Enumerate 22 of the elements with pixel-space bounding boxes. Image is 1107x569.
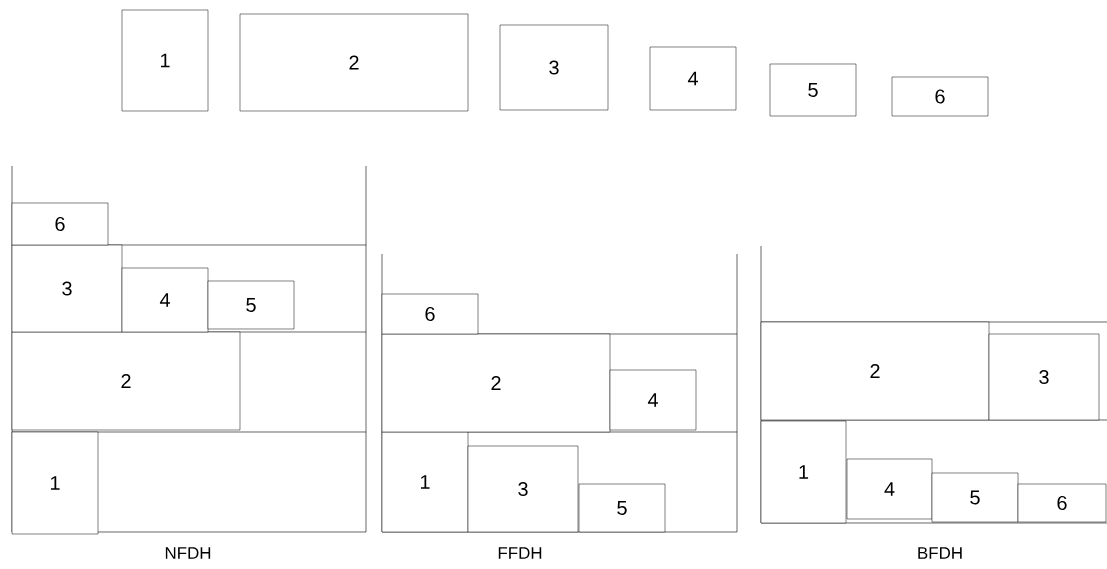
item-box: 5 bbox=[769, 63, 857, 117]
item-box: 1 bbox=[121, 9, 209, 112]
item-box: 6 bbox=[1017, 483, 1107, 523]
item-box: 4 bbox=[121, 267, 209, 333]
item-box: 6 bbox=[891, 76, 989, 117]
item-box: 3 bbox=[499, 24, 609, 111]
item-box: 6 bbox=[11, 202, 109, 246]
item-box: 5 bbox=[578, 483, 666, 533]
caption: NFDH bbox=[165, 547, 211, 559]
item-box: 4 bbox=[649, 46, 737, 111]
item-box: 4 bbox=[609, 369, 697, 431]
caption: FFDH bbox=[498, 547, 542, 559]
item-box: 1 bbox=[760, 420, 847, 524]
item-box: 4 bbox=[846, 458, 933, 520]
item-box: 1 bbox=[11, 431, 99, 535]
item-box: 6 bbox=[381, 293, 479, 335]
item-box: 5 bbox=[931, 472, 1019, 523]
item-box: 2 bbox=[239, 13, 469, 112]
item-box: 5 bbox=[207, 280, 295, 330]
item-box: 3 bbox=[988, 333, 1100, 421]
item-box: 1 bbox=[381, 431, 469, 533]
caption: BFDH bbox=[918, 547, 962, 559]
